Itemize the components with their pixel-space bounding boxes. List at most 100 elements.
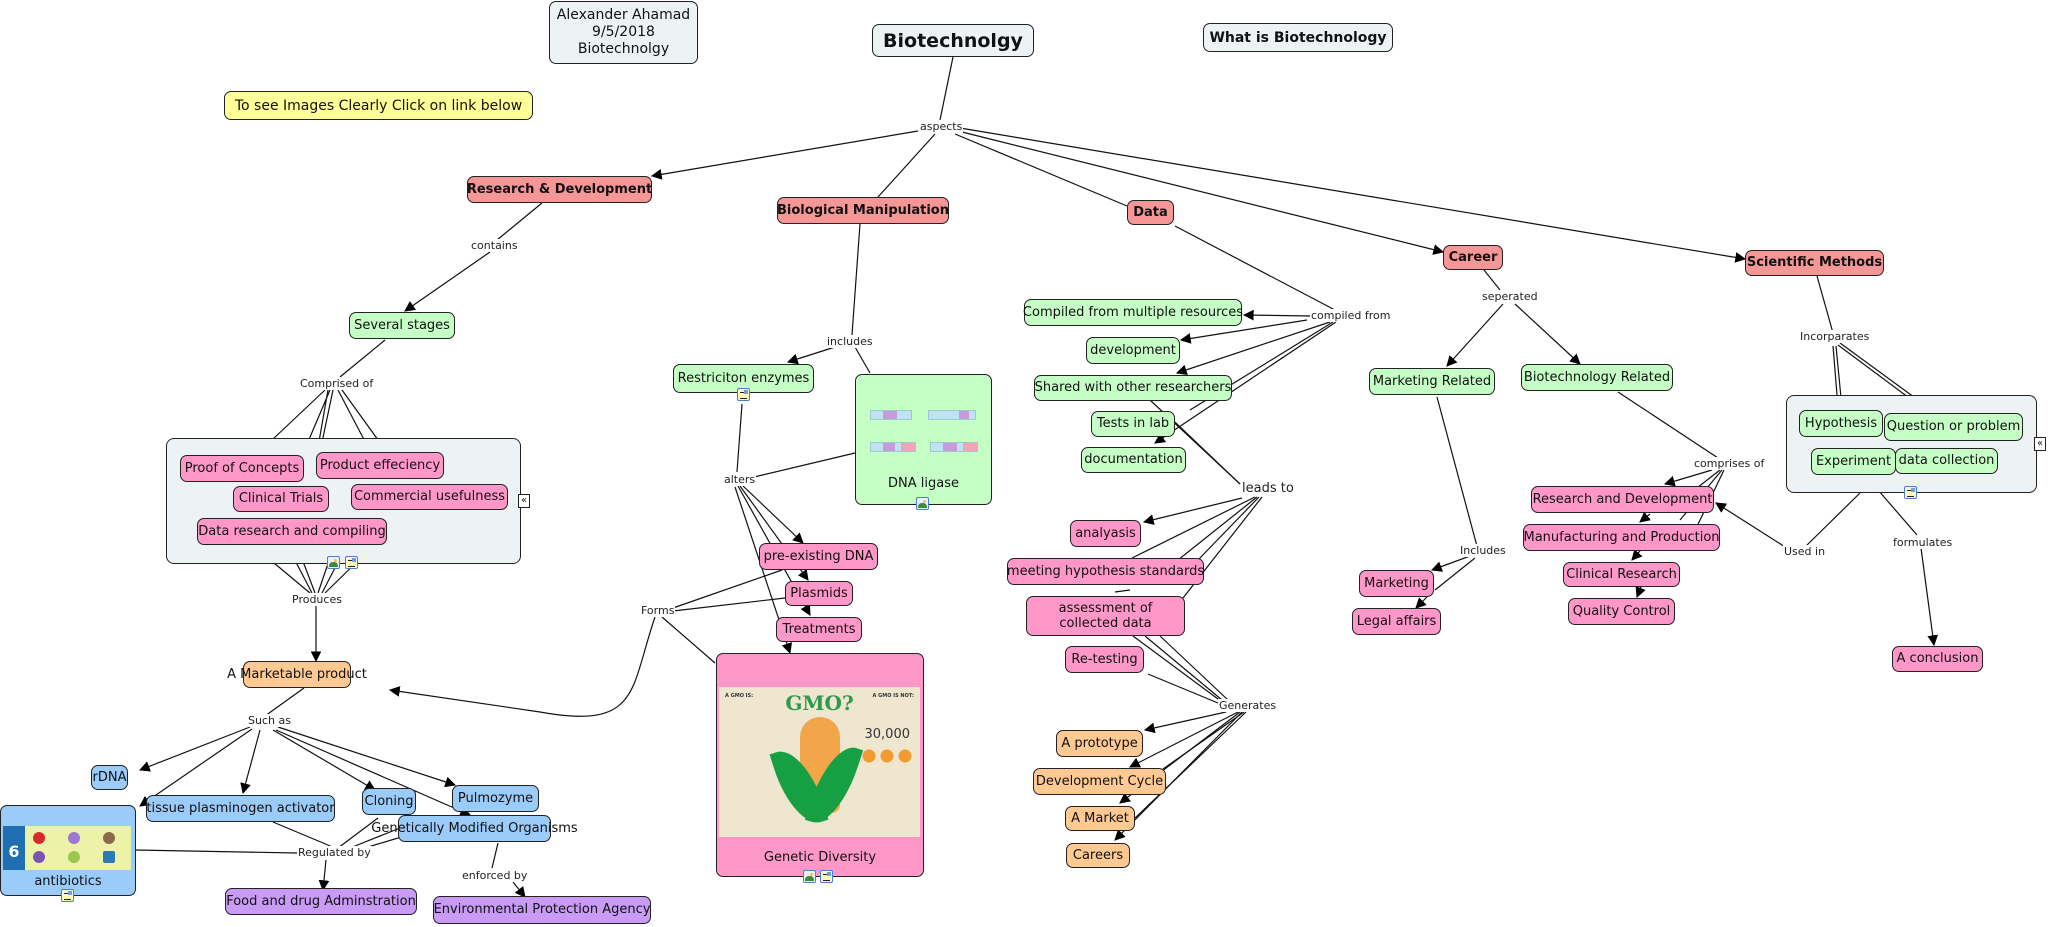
gmo-infographic[interactable]: GMO? A GMO IS: A GMO IS NOT: 30,000 xyxy=(719,687,920,837)
concept-biological-manipulation[interactable]: Biological Manipulation xyxy=(777,197,949,224)
concept-label: Environmental Protection Agency xyxy=(433,902,651,917)
link-forms: Forms xyxy=(640,604,676,617)
concept-label: Treatments xyxy=(782,621,856,637)
concept-question-problem[interactable]: Question or problem xyxy=(1884,413,2023,441)
concept-documentation[interactable]: documentation xyxy=(1081,447,1186,473)
bacteria-icon xyxy=(68,851,80,863)
concept-conclusion[interactable]: A conclusion xyxy=(1892,646,1983,672)
concept-label: Genetically Modified Organisms xyxy=(371,820,578,836)
concept-tissue-plasminogen[interactable]: tissue plasminogen activator xyxy=(146,795,335,822)
concept-label: Pulmozyme xyxy=(457,790,534,806)
link-comprises-of: comprises of xyxy=(1693,457,1766,470)
concept-marketing-related[interactable]: Marketing Related xyxy=(1369,368,1495,395)
document-resource-icon[interactable] xyxy=(345,556,358,569)
dna-strand xyxy=(928,410,976,420)
concept-label: antibiotics xyxy=(34,874,102,889)
images-note-text: To see Images Clearly Click on link belo… xyxy=(234,97,523,114)
what-is-biotech[interactable]: What is Biotechnology xyxy=(1203,23,1393,52)
concept-label: Plasmids xyxy=(790,585,848,601)
concept-tests-in-lab[interactable]: Tests in lab xyxy=(1091,411,1175,437)
concept-meeting-hypothesis[interactable]: meeting hypothesis standards xyxy=(1007,558,1204,585)
image-resource-icon[interactable] xyxy=(916,497,929,510)
collapse-group-icon[interactable]: « xyxy=(2034,437,2046,451)
concept-marketable-product[interactable]: A Marketable product xyxy=(227,661,367,688)
concept-product-effeciency[interactable]: Product effeciency xyxy=(316,452,444,479)
dna-strand xyxy=(870,410,912,420)
concept-legal-affairs[interactable]: Legal affairs xyxy=(1352,608,1441,635)
concept-label: Careers xyxy=(1072,847,1124,863)
concept-development[interactable]: development xyxy=(1086,337,1180,364)
concept-data-collection[interactable]: data collection xyxy=(1895,448,1998,474)
link-formulates: formulates xyxy=(1892,536,1954,549)
concept-development-cycle[interactable]: Development Cycle xyxy=(1033,768,1166,795)
concept-epa[interactable]: Environmental Protection Agency xyxy=(433,896,651,924)
concept-label: rDNA xyxy=(92,769,127,785)
concept-research-development[interactable]: Research & Development xyxy=(467,176,652,203)
concept-label: Scientific Methods xyxy=(1746,255,1883,270)
medicine-icon xyxy=(103,851,115,863)
concept-assessment[interactable]: assessment of collected data xyxy=(1026,596,1185,636)
link-compiled-from: compiled from xyxy=(1310,309,1392,322)
concept-data-research-compiling[interactable]: Data research and compiling xyxy=(197,518,387,545)
concept-label: Research and Development xyxy=(1532,491,1713,507)
concept-proof-of-concepts[interactable]: Proof of Concepts xyxy=(180,455,304,482)
dna-ligase-diagram[interactable] xyxy=(868,400,980,470)
link-seperated: seperated xyxy=(1481,290,1539,303)
concept-career[interactable]: Career xyxy=(1443,245,1503,270)
root-concept[interactable]: Biotechnolgy xyxy=(872,24,1034,57)
concept-marketing[interactable]: Marketing xyxy=(1359,570,1434,597)
link-leads-to: leads to xyxy=(1241,481,1295,496)
concept-label: Shared with other researchers xyxy=(1034,380,1232,395)
concept-label: DNA ligase xyxy=(888,476,959,491)
concept-research-and-development[interactable]: Research and Development xyxy=(1531,486,1714,513)
concept-experiment[interactable]: Experiment xyxy=(1811,448,1896,475)
concept-prototype[interactable]: A prototype xyxy=(1056,730,1143,757)
concept-pulmozyme[interactable]: Pulmozyme xyxy=(452,785,539,812)
concept-gmo[interactable]: Genetically Modified Organisms xyxy=(371,815,578,842)
link-incorparates: Incorparates xyxy=(1799,330,1871,343)
concept-clinical-research[interactable]: Clinical Research xyxy=(1563,562,1680,587)
document-resource-icon[interactable] xyxy=(1904,486,1917,499)
concept-rdna[interactable]: rDNA xyxy=(91,765,128,790)
concept-label: Career xyxy=(1448,249,1498,265)
concept-a-market[interactable]: A Market xyxy=(1065,806,1135,831)
image-resource-icon[interactable] xyxy=(327,556,340,569)
link-produces: Produces xyxy=(291,593,343,606)
concept-retesting[interactable]: Re-testing xyxy=(1065,646,1144,673)
image-resource-icon[interactable] xyxy=(803,870,816,883)
concept-preexisting-dna[interactable]: pre-existing DNA xyxy=(759,543,878,570)
concept-fda[interactable]: Food and drug Adminstration xyxy=(225,888,417,915)
concept-biotech-related[interactable]: Biotechnology Related xyxy=(1521,364,1673,391)
concept-scientific-methods[interactable]: Scientific Methods xyxy=(1745,250,1884,276)
images-note[interactable]: To see Images Clearly Click on link belo… xyxy=(224,91,533,120)
antibiotics-infographic[interactable]: 6 xyxy=(3,826,131,870)
collapse-group-icon[interactable]: « xyxy=(518,494,530,508)
concept-commercial-usefulness[interactable]: Commercial usefulness xyxy=(351,484,508,510)
concept-cloning[interactable]: Cloning xyxy=(362,788,416,815)
dna-strand xyxy=(870,442,916,452)
concept-analyasis[interactable]: analyasis xyxy=(1070,520,1141,547)
concept-several-stages[interactable]: Several stages xyxy=(349,312,455,339)
concept-clinical-trials[interactable]: Clinical Trials xyxy=(233,486,329,512)
concept-compiled-multiple[interactable]: Compiled from multiple resources xyxy=(1023,299,1243,326)
root-concept-text: Biotechnolgy xyxy=(883,29,1023,52)
concept-dna-ligase[interactable]: DNA ligase xyxy=(855,374,992,505)
concept-careers[interactable]: Careers xyxy=(1066,843,1130,868)
document-resource-icon[interactable] xyxy=(61,889,74,902)
document-resource-icon[interactable] xyxy=(737,388,750,401)
concept-label: Food and drug Adminstration xyxy=(226,893,416,909)
concept-treatments[interactable]: Treatments xyxy=(776,617,862,642)
concept-quality-control[interactable]: Quality Control xyxy=(1568,598,1675,625)
link-includes-bio: includes xyxy=(826,335,874,348)
concept-plasmids[interactable]: Plasmids xyxy=(785,581,853,606)
concept-shared-researchers[interactable]: Shared with other researchers xyxy=(1034,375,1232,401)
concept-label: tissue plasminogen activator xyxy=(146,800,335,816)
document-resource-icon[interactable] xyxy=(820,870,833,883)
gmo-is-not-label: A GMO IS NOT: xyxy=(872,693,914,699)
concept-hypothesis[interactable]: Hypothesis xyxy=(1799,410,1883,437)
link-such-as: Such as xyxy=(247,714,292,727)
concept-manufacturing[interactable]: Manufacturing and Production xyxy=(1523,524,1720,551)
gmo-is-label: A GMO IS: xyxy=(725,693,754,699)
concept-data[interactable]: Data xyxy=(1127,200,1174,225)
concept-label: Several stages xyxy=(354,317,450,333)
